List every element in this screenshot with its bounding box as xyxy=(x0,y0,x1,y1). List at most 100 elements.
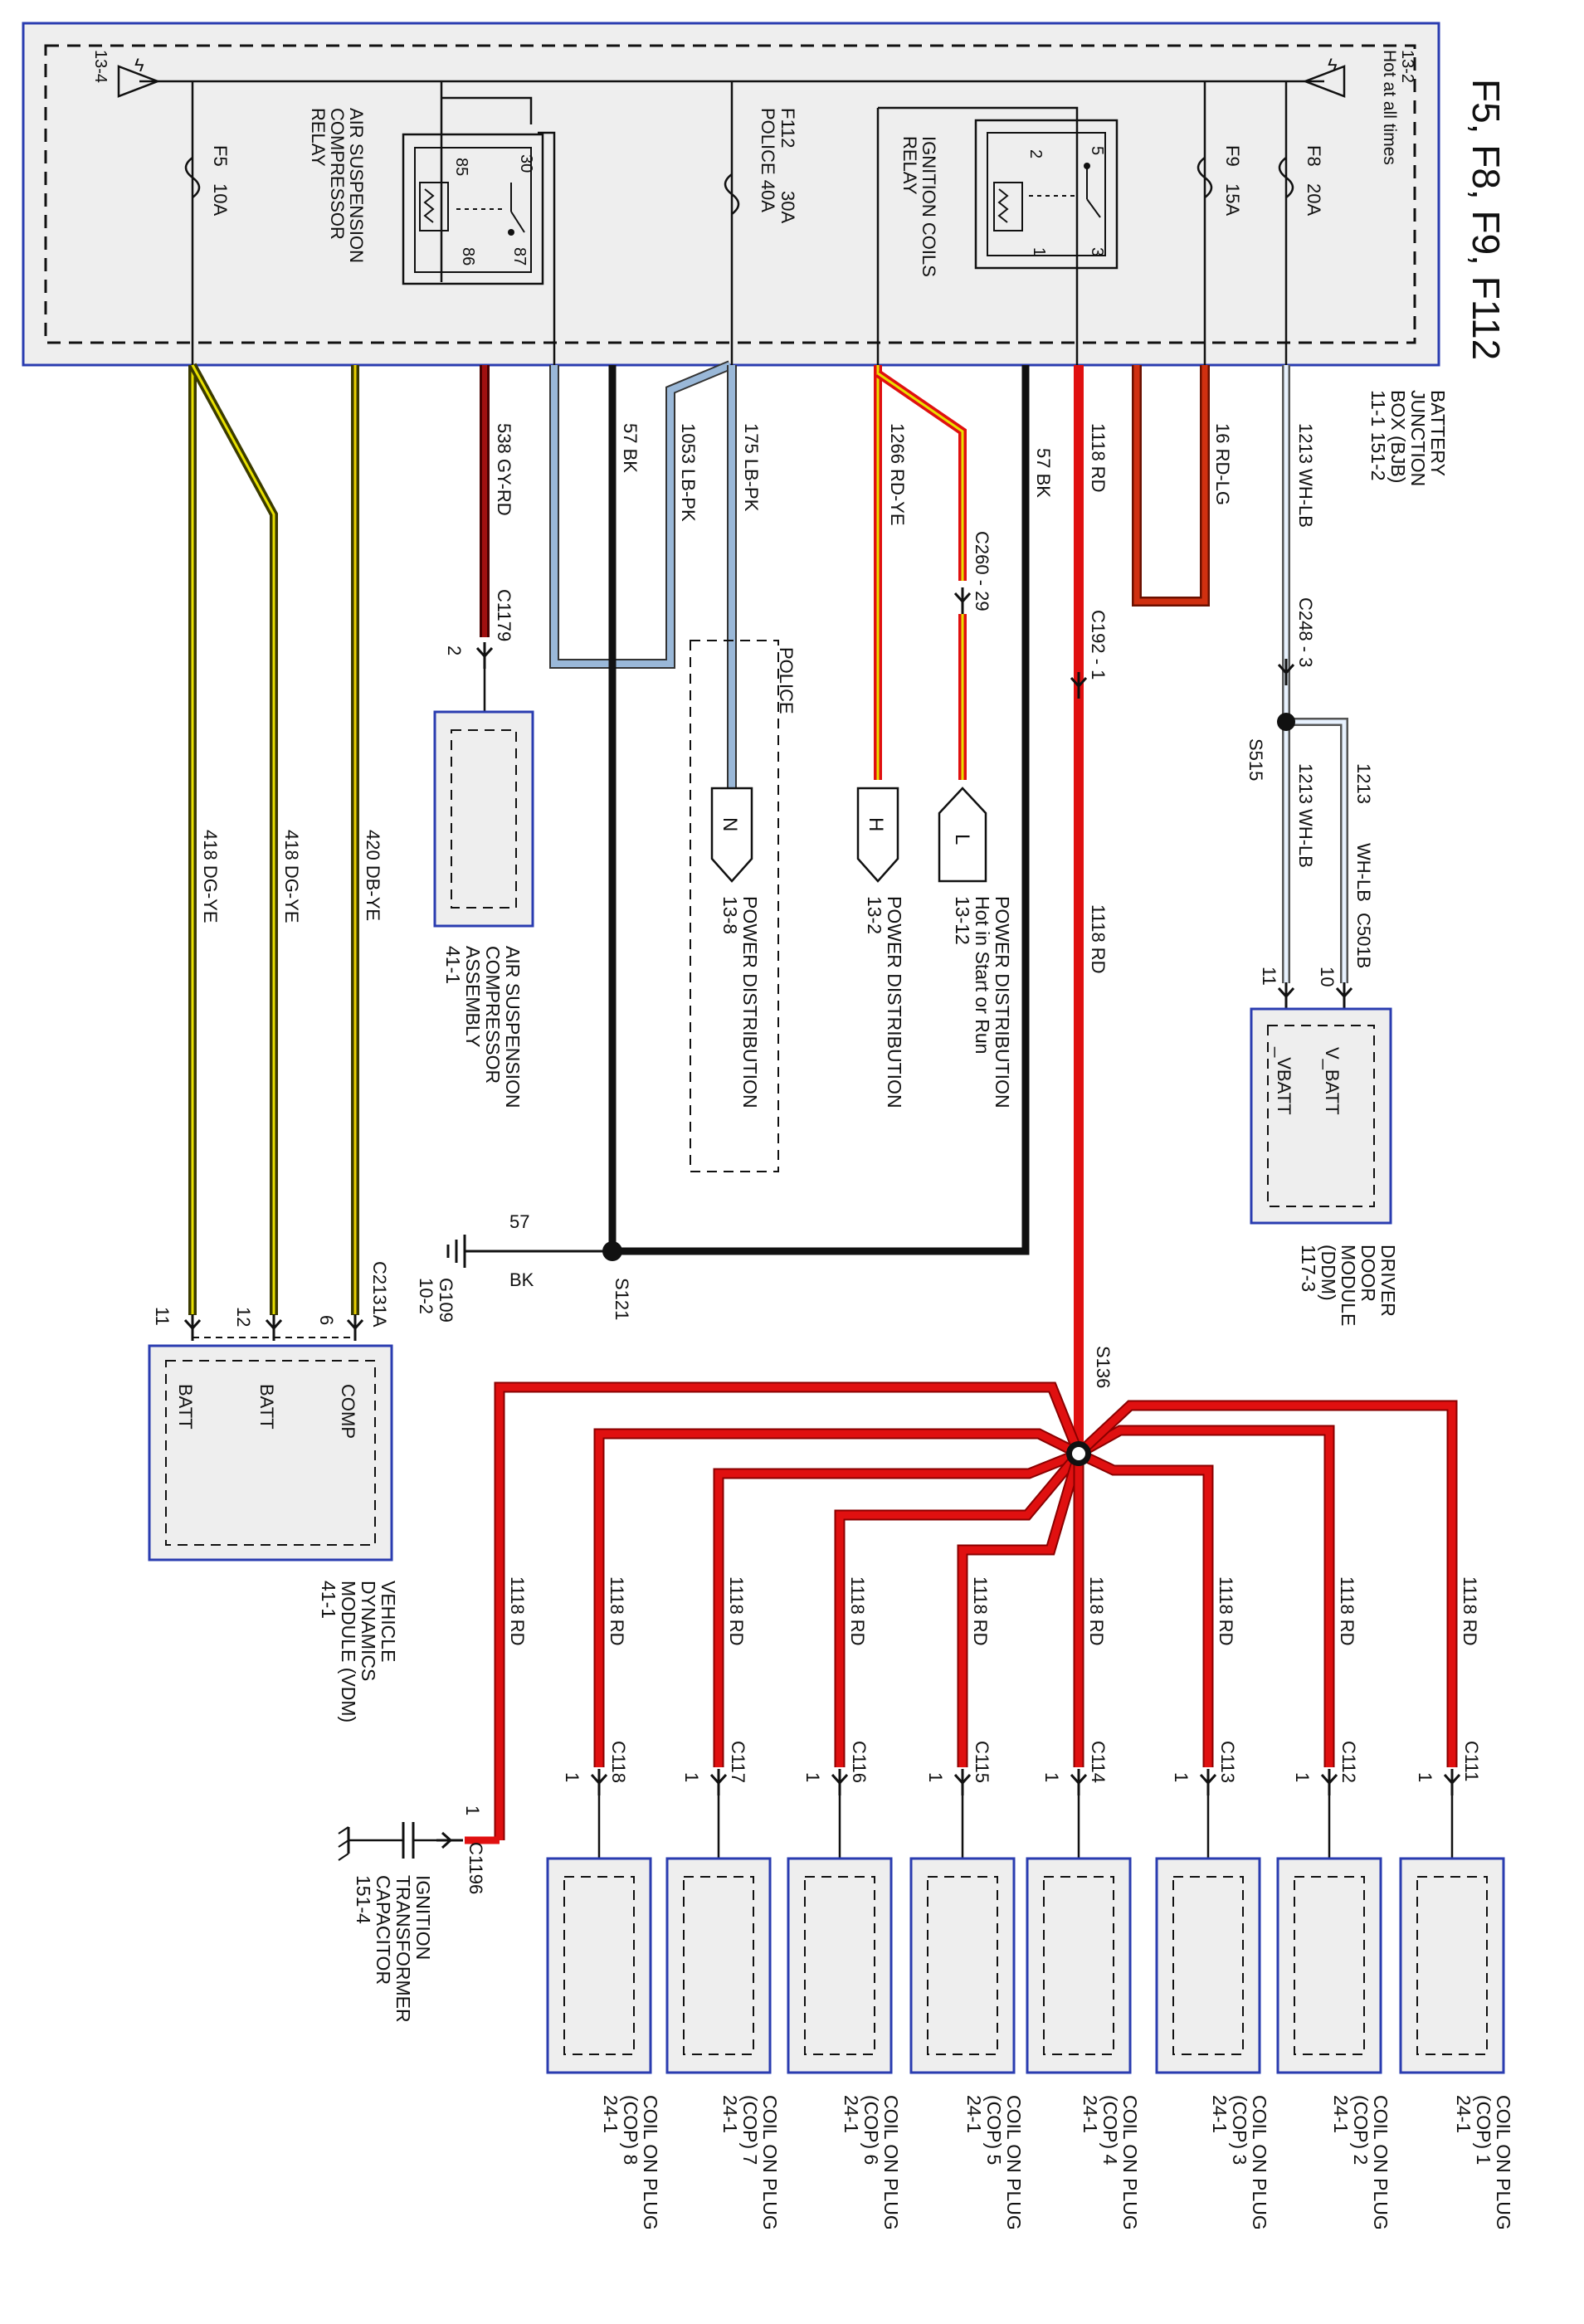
pd-letter-h: H xyxy=(865,817,887,831)
fuse-f112-rating: 30A xyxy=(777,191,798,223)
connector-c1179-symbol xyxy=(475,641,494,670)
c2131a-pin-12: 12 xyxy=(233,1307,254,1327)
connector-c501b-pin-symbol-1 xyxy=(1277,981,1295,1011)
coil-box-7 xyxy=(665,1857,772,2074)
coil-wire-label-3: 1118 RD xyxy=(1216,1576,1236,1646)
c501b-pin-10: 10 xyxy=(1317,967,1338,987)
vdm-pin-batt-1: BATT xyxy=(256,1384,277,1430)
coil-connector-symbol-7 xyxy=(709,1767,728,1797)
wire-57-ground-num: 57 xyxy=(509,1211,529,1232)
wire-538-label: 538 GY-RD xyxy=(494,423,514,516)
pd-l-label-3: 13-12 xyxy=(952,896,973,945)
coil-sub-7: (COP) 7 xyxy=(739,2095,761,2165)
connector-c1196-symbol xyxy=(435,1831,465,1849)
connector-c1179-pin: 2 xyxy=(444,646,465,655)
coil-ref-2: 24-1 xyxy=(1330,2095,1352,2133)
wire-16 xyxy=(1132,365,1210,607)
ddm-label-1: DRIVER xyxy=(1377,1245,1399,1317)
connector-c1196-label: C1196 xyxy=(465,1842,486,1894)
bjb-label-line3: BOX (BJB) xyxy=(1387,390,1409,483)
air-relay-label-1: AIR SUSPENSION xyxy=(346,108,367,263)
ign-relay-pin-3: 3 xyxy=(1088,247,1106,256)
vdm-label-3: MODULE (VDM) xyxy=(338,1581,359,1722)
bjb-hot-at-all-times: Hot at all times xyxy=(1380,50,1399,165)
coil-ref-1: 24-1 xyxy=(1453,2095,1474,2133)
cap-label-4: 151-4 xyxy=(353,1875,374,1924)
pd-h-label-2: 13-2 xyxy=(864,896,885,934)
ddm-label-2: DOOR xyxy=(1357,1245,1379,1302)
connector-c260-label: C260 - 29 xyxy=(972,531,992,611)
coil-box-4 xyxy=(1026,1857,1132,2074)
fuse-f9-name: F9 xyxy=(1222,145,1243,167)
vdm-label-1: VEHICLE xyxy=(378,1581,399,1662)
coil-sub-2: (COP) 2 xyxy=(1350,2095,1372,2165)
coil-wire-label-8: 1118 RD xyxy=(607,1576,627,1646)
coil-connector-label-8: C118 xyxy=(608,1741,629,1783)
vdm-box xyxy=(148,1344,393,1562)
coil-connector-symbol-6 xyxy=(831,1767,849,1797)
coil-box-1 xyxy=(1399,1857,1505,2074)
splice-s121-label: S121 xyxy=(612,1278,632,1320)
pd-letter-l: L xyxy=(951,834,973,845)
coil-label-2: COIL ON PLUG xyxy=(1370,2095,1391,2230)
air-relay-label-2: COMPRESSOR xyxy=(327,108,348,240)
air-comp-label-1: AIR SUSPENSION xyxy=(502,946,524,1108)
coil-wire-label-4: 1118 RD xyxy=(1086,1576,1107,1646)
wire-1213-label: 1213 WH-LB xyxy=(1295,423,1316,528)
connector-c1179-label: C1179 xyxy=(494,589,514,641)
coil-label-5: COIL ON PLUG xyxy=(1003,2095,1025,2230)
air-compressor-box xyxy=(433,710,534,928)
ddm-label-5: 117-3 xyxy=(1298,1245,1319,1292)
coil-connector-label-7: C117 xyxy=(728,1741,748,1783)
coil-connector-symbol-8 xyxy=(590,1767,608,1797)
wire-57-right xyxy=(612,365,1030,1255)
coil-connector-label-4: C114 xyxy=(1088,1741,1109,1783)
splice-s515 xyxy=(1277,713,1295,731)
coil-ref-4: 24-1 xyxy=(1080,2095,1101,2133)
c2131a-pin-6: 6 xyxy=(316,1315,337,1325)
ground-g109-label: G109 xyxy=(436,1278,456,1323)
air-relay-pin-30: 30 xyxy=(517,154,535,173)
cap-label-3: CAPACITOR xyxy=(373,1875,394,1985)
air-comp-label-3: ASSEMBLY xyxy=(462,946,484,1047)
connector-c1196-pin: 1 xyxy=(462,1805,483,1815)
wire-57-left-label: 57 BK xyxy=(620,423,641,473)
coil-pin-8: 1 xyxy=(562,1772,582,1782)
coil-sub-6: (COP) 6 xyxy=(860,2095,882,2165)
coil-label-3: COIL ON PLUG xyxy=(1249,2095,1270,2230)
wire-1053 xyxy=(549,360,733,669)
coil-ref-3: 24-1 xyxy=(1209,2095,1231,2133)
connector-c192-symbol xyxy=(1070,670,1088,700)
wire-175-label: 175 LB-PK xyxy=(741,423,762,512)
pd-l-label-2: Hot in Start or Run xyxy=(972,896,993,1054)
ignition-coils-relay: 2 5 1 3 IGNITION COILS RELAY xyxy=(876,106,1119,365)
coil-sub-1: (COP) 1 xyxy=(1473,2095,1494,2165)
connector-c248-label: C248 - 3 xyxy=(1295,597,1316,667)
air-relay-pin-86: 86 xyxy=(459,247,477,266)
bjb-ref-right: 13-2 xyxy=(1398,50,1416,83)
bjb-label-line1: BATTERY xyxy=(1427,390,1449,476)
wire-1118-label-mid: 1118 RD xyxy=(1088,904,1109,974)
ddm-label-3: MODULE xyxy=(1338,1245,1359,1326)
coil-label-1: COIL ON PLUG xyxy=(1493,2095,1514,2230)
fuse-f9-rating: 15A xyxy=(1222,183,1243,216)
vdm-label-4: 41-1 xyxy=(318,1581,339,1619)
connector-c248-symbol xyxy=(1277,657,1295,687)
pd-connector-l xyxy=(938,787,987,883)
wire-57-ground-color: BK xyxy=(509,1269,534,1290)
ign-relay-pin-2: 2 xyxy=(1026,149,1045,158)
wire-1118-label-top: 1118 RD xyxy=(1088,423,1109,493)
ddm-pin-vbatt-2: _VBATT xyxy=(1274,1046,1294,1115)
coil-wire-label-6: 1118 RD xyxy=(847,1576,868,1646)
wire-1266-label: 1266 RD-YE xyxy=(887,423,908,526)
wire-420-label: 420 DB-YE xyxy=(363,830,383,921)
bjb-bolt-left: ϟ xyxy=(134,55,144,76)
wire-1213c-color: WH-LB xyxy=(1353,843,1374,902)
connector-c501b-pin-symbol-2 xyxy=(1335,981,1353,1011)
